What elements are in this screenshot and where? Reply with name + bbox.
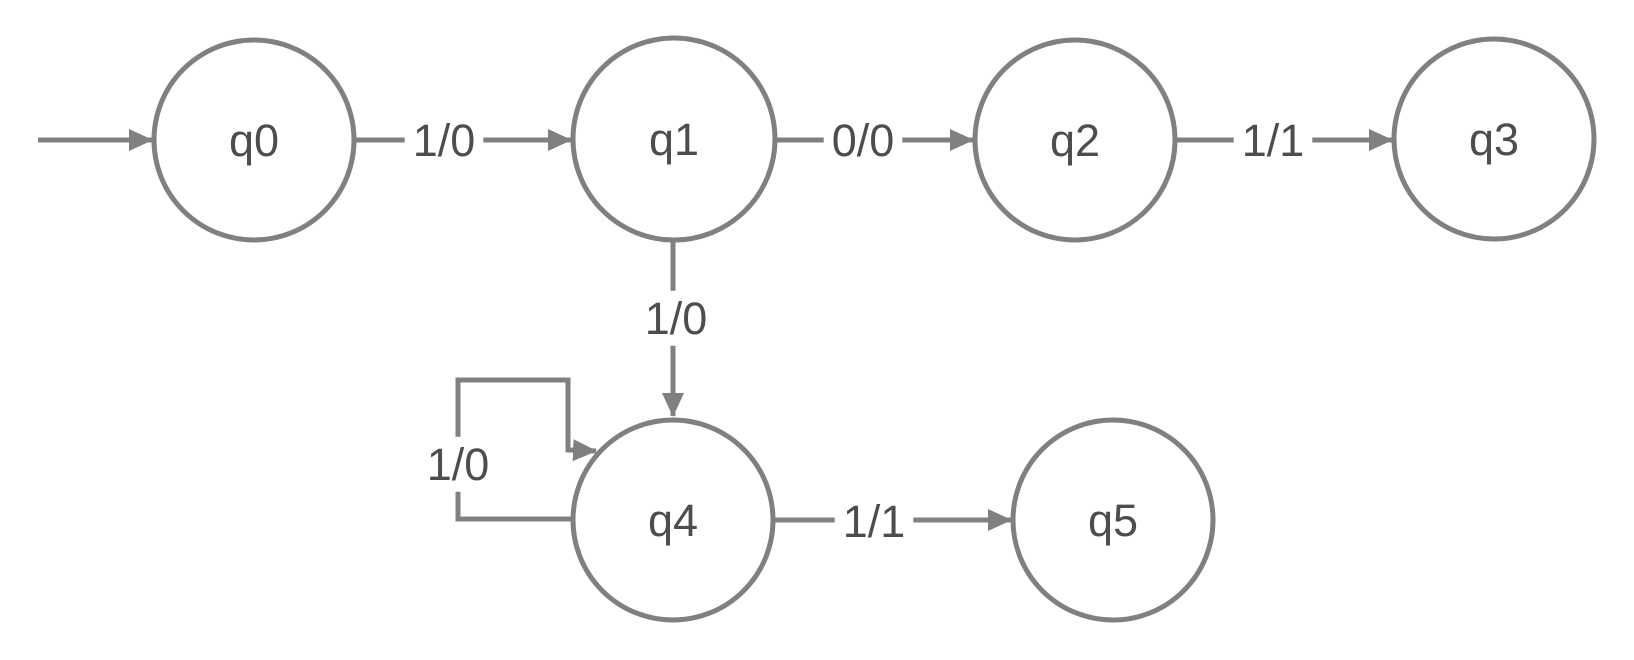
state-q2-circle	[972, 37, 1178, 243]
state-q5-circle	[1010, 417, 1216, 623]
edge-q0-to-q1-label-group: 1/0	[404, 112, 484, 168]
state-q0: q0	[151, 37, 357, 243]
edge-q4-self-loop-label-group: 1/0	[418, 436, 498, 492]
state-q2-label: q2	[1050, 115, 1100, 166]
edge-q1-to-q4-label: 1/0	[645, 293, 708, 344]
edge-q2-to-q3-label-group: 1/1	[1233, 112, 1313, 168]
edge-q1-to-q4-label-group: 1/0	[636, 290, 716, 346]
edge-q2-to-q3-label-bg	[1233, 112, 1313, 168]
state-q3-circle	[1391, 36, 1597, 242]
edge-q1-to-q2-label: 0/0	[832, 115, 895, 166]
state-q4-label: q4	[648, 495, 698, 546]
state-q3-label: q3	[1469, 114, 1519, 165]
transition-labels: 1/0 0/0 1/1 1/0 1/0 1/1	[404, 112, 1313, 549]
edge-q2-to-q3-label: 1/1	[1242, 115, 1305, 166]
edge-q4-to-q5-label: 1/1	[843, 496, 906, 547]
state-q1: q1	[570, 35, 778, 243]
edge-q4-self-loop-label: 1/0	[427, 439, 490, 490]
state-q1-circle	[570, 35, 778, 243]
state-q2: q2	[972, 37, 1178, 243]
edge-q4-self-loop	[455, 377, 597, 522]
edge-q4-to-q5-label-group: 1/1	[834, 493, 914, 549]
edge-q0-to-q1-label-bg	[404, 112, 484, 168]
state-nodes: q0 q1 q2 q3 q4 q5	[151, 35, 1597, 623]
state-q5: q5	[1010, 417, 1216, 623]
edge-q0-to-q1-label: 1/0	[413, 115, 476, 166]
state-q4-circle	[570, 417, 776, 623]
edge-q1-to-q4-label-bg	[636, 290, 716, 346]
state-q0-circle	[151, 37, 357, 243]
edge-q4-self-loop-label-bg	[418, 436, 498, 492]
state-q5-label: q5	[1088, 495, 1138, 546]
state-q3: q3	[1391, 36, 1597, 242]
state-q4: q4	[570, 417, 776, 623]
edge-q1-to-q2-label-group: 0/0	[823, 112, 903, 168]
edge-q1-to-q2-label-bg	[823, 112, 903, 168]
state-q0-label: q0	[229, 115, 279, 166]
state-q1-label: q1	[649, 114, 699, 165]
edge-q4-to-q5-label-bg	[834, 493, 914, 549]
